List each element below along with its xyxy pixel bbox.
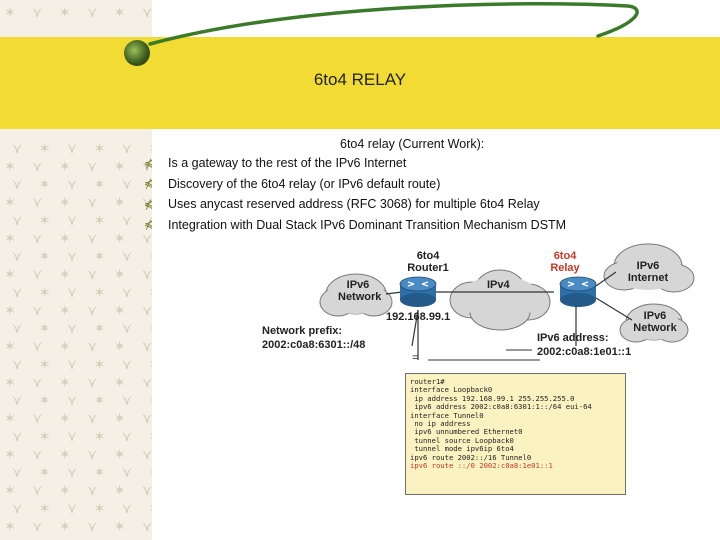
label-line: Router1 [407,262,449,274]
bullet-icon: ⋠ [144,177,154,191]
green-swoosh-decoration [148,2,639,46]
config-line: ipv6 route 2002::/16 Tunnel0 [410,452,532,462]
config-line: ipv6 route ::/0 2002:c0a8:1e01::1 [410,461,553,471]
list-item: ⋠ Discovery of the 6to4 relay (or IPv6 de… [144,174,566,195]
bullet-icon: ⋠ [144,218,154,232]
bullet-icon: ⋠ [144,197,154,211]
label-line: IPv6 [643,310,667,322]
router1-label: 6to4 Router1 [400,250,456,274]
slide-subtitle: 6to4 relay (Current Work): [340,137,485,151]
label-line: IPv6 [636,260,660,272]
config-line: ipv6 address 2002:c0a8:6301:1::/64 eui-6… [410,402,592,412]
config-line: router1# [410,377,445,386]
network-prefix-value: 2002:c0a8:6301::/48 [262,339,366,351]
router-config-box: router1# interface Loopback0 ip address … [405,373,626,495]
ipv6-network-right-label: IPv6 Network [630,310,680,334]
slide-title: 6to4 RELAY [313,70,407,89]
relay-label: 6to4 Relay [545,250,585,274]
config-line: interface Loopback0 [410,385,493,395]
relay-router-icon [559,276,597,307]
network-diagram [319,243,695,361]
link-line [385,291,403,295]
bullet-list: ⋠ Is a gateway to the rest of the IPv6 In… [144,153,566,235]
ipv6-address-value: 2002:c0a8:1e01::1 [537,346,632,358]
link-line [595,297,633,321]
list-item: ⋠ Is a gateway to the rest of the IPv6 In… [144,153,566,174]
config-line: tunnel mode ipv6ip 6to4 [410,444,514,454]
title-banner [0,37,720,129]
label-line: Relay [550,262,580,274]
label-line: Internet [627,272,669,284]
bullet-text: Integration with Dual Stack IPv6 Dominan… [168,217,567,232]
list-item: ⋠ Uses anycast reserved address (RFC 3068… [144,194,566,215]
config-line: tunnel source Loopback0 [410,435,514,445]
ipv6-network-cloud-right-icon [619,303,689,343]
ipv6-internet-cloud-icon [603,243,695,293]
config-line: interface Tunnel0 [410,410,484,420]
ipv6-address-label: IPv6 address: [537,332,609,344]
label-line: 6to4 [416,250,440,262]
config-line: ip address 192.168.99.1 255.255.255.0 [410,393,575,403]
list-item: ⋠ Integration with Dual Stack IPv6 Domina… [144,215,566,236]
bullet-orb-icon [124,40,150,66]
ipv6-internet-label: IPv6 Internet [620,260,676,284]
label-line: Network [633,322,677,334]
router-ip-label: 192.168.99.1 [386,311,451,323]
ipv4-label: IPv4 [487,279,510,291]
bullet-text: Uses anycast reserved address (RFC 3068)… [168,197,540,212]
bullet-icon: ⋠ [144,156,154,170]
bullet-text: Discovery of the 6to4 relay (or IPv6 def… [168,176,441,191]
router1-icon [399,276,437,307]
link-line [595,271,617,287]
link-line [411,309,419,347]
config-line: no ip address [410,419,471,429]
config-line: ipv6 unnumbered Ethernet0 [410,427,523,437]
network-prefix-label: Network prefix: [262,325,343,337]
label-line: 6to4 [553,250,577,262]
label-line: IPv6 [346,279,370,291]
equals-marker: = [412,352,419,364]
bullet-text: Is a gateway to the rest of the IPv6 Int… [168,156,407,171]
label-line: Network [338,291,382,303]
ipv6-network-left-label: IPv6 Network [338,279,382,303]
ipv6-network-cloud-left-icon [319,273,393,317]
